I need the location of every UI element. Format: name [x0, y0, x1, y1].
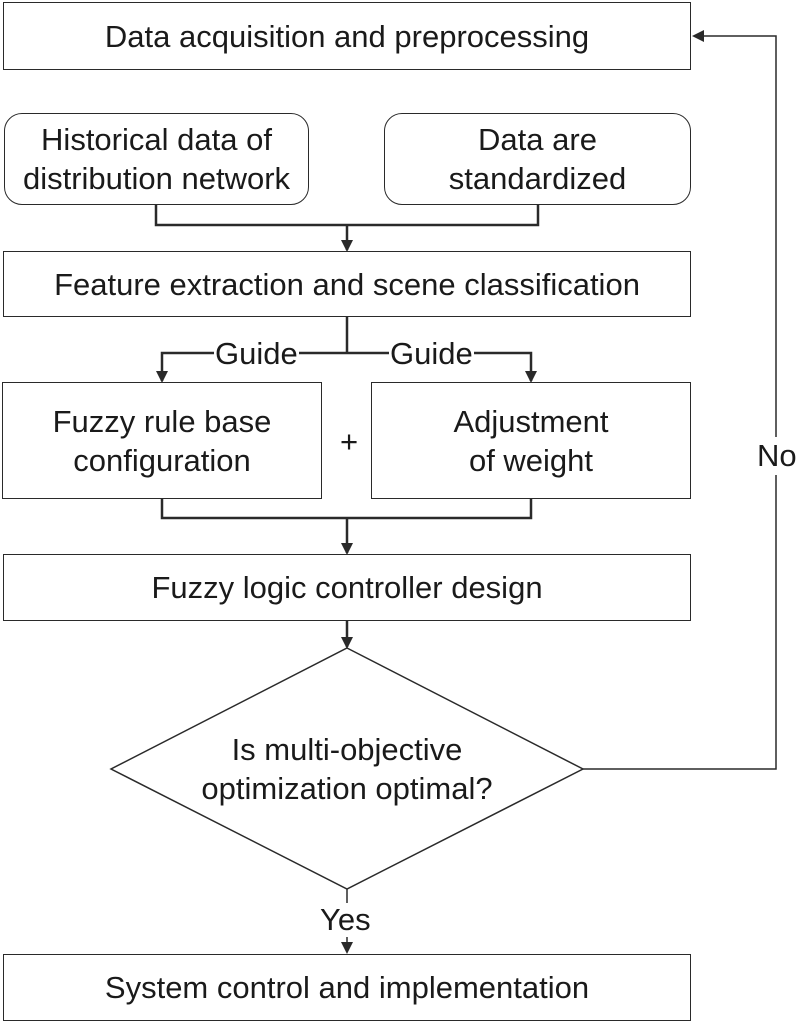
decision-text: Is multi-objective optimization optimal?: [112, 730, 582, 808]
fuzzy-controller-box: Fuzzy logic controller design: [3, 554, 691, 621]
adjustment-weight-line2: of weight: [468, 442, 594, 478]
feature-extraction-box: Feature extraction and scene classificat…: [3, 251, 691, 317]
adjustment-weight-box: Adjustment of weight: [371, 382, 691, 499]
historical-data-line2: distribution network: [22, 161, 291, 196]
connector-historical-data: [154, 205, 347, 227]
historical-data-box: Historical data of distribution network: [4, 113, 309, 205]
adjustment-weight-line1: Adjustment: [453, 403, 609, 439]
historical-data-line1: Historical data of: [41, 122, 272, 157]
data-acquisition-box: Data acquisition and preprocessing: [3, 2, 691, 70]
decision-line2: optimization optimal?: [201, 771, 493, 806]
system-control-box: System control and implementation: [3, 954, 691, 1021]
system-control-label: System control and implementation: [104, 970, 590, 1005]
connector-rule-base: [160, 499, 347, 520]
connector-weight: [347, 499, 533, 520]
fuzzy-controller-label: Fuzzy logic controller design: [151, 570, 543, 605]
data-acquisition-label: Data acquisition and preprocessing: [104, 18, 590, 54]
data-standardized-line1: Data are: [478, 122, 597, 157]
data-standardized-box: Data are standardized: [384, 113, 691, 205]
connector-data-standardized: [347, 205, 540, 227]
guide-right-label: Guide: [389, 336, 474, 371]
feature-extraction-label: Feature extraction and scene classificat…: [54, 266, 640, 302]
plus-sign: +: [340, 424, 359, 459]
fuzzy-rule-base-box: Fuzzy rule base configuration: [2, 382, 322, 499]
no-label: No: [757, 437, 797, 475]
fuzzy-rule-base-line2: configuration: [73, 442, 251, 478]
decision-line1: Is multi-objective: [231, 732, 463, 767]
fuzzy-rule-base-line1: Fuzzy rule base: [52, 403, 272, 439]
yes-label: Yes: [318, 902, 373, 937]
arrow-no-loop: [583, 30, 777, 770]
data-standardized-line2: standardized: [448, 161, 627, 196]
guide-left-label: Guide: [214, 336, 299, 371]
